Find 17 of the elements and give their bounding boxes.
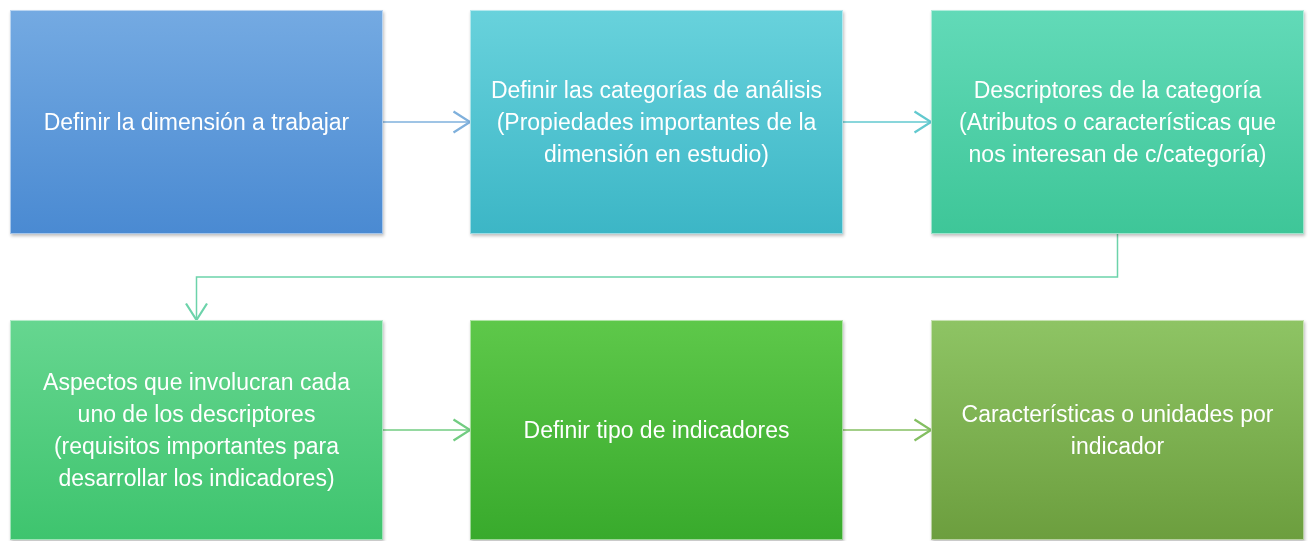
process-box [931, 320, 1304, 540]
box-text: Definir las categorías de análisis (Propiedades importantes de la dimensión en estudio) [489, 75, 824, 170]
arrow [842, 418, 933, 442]
arrow [842, 110, 933, 134]
process-box [10, 10, 383, 234]
box-text: Definir la dimensión a trabajar [43, 107, 350, 137]
process-box [931, 10, 1304, 234]
arrow [382, 418, 472, 442]
box-text: Descriptores de la categoría (Atributos o características que nos interesan de c/categoría) [958, 75, 1277, 170]
arrow [184, 233, 1119, 322]
process-box [470, 10, 843, 234]
box-text: Características o unidades por indicador [960, 399, 1275, 461]
process-box [470, 320, 843, 540]
process-box [10, 320, 383, 540]
box-text: Definir tipo de indicadores [523, 415, 790, 445]
arrow [382, 110, 472, 134]
box-text: Aspectos que involucran cada uno de los descriptores (requisitos importantes para desarrollar los indicadores) [42, 367, 351, 494]
